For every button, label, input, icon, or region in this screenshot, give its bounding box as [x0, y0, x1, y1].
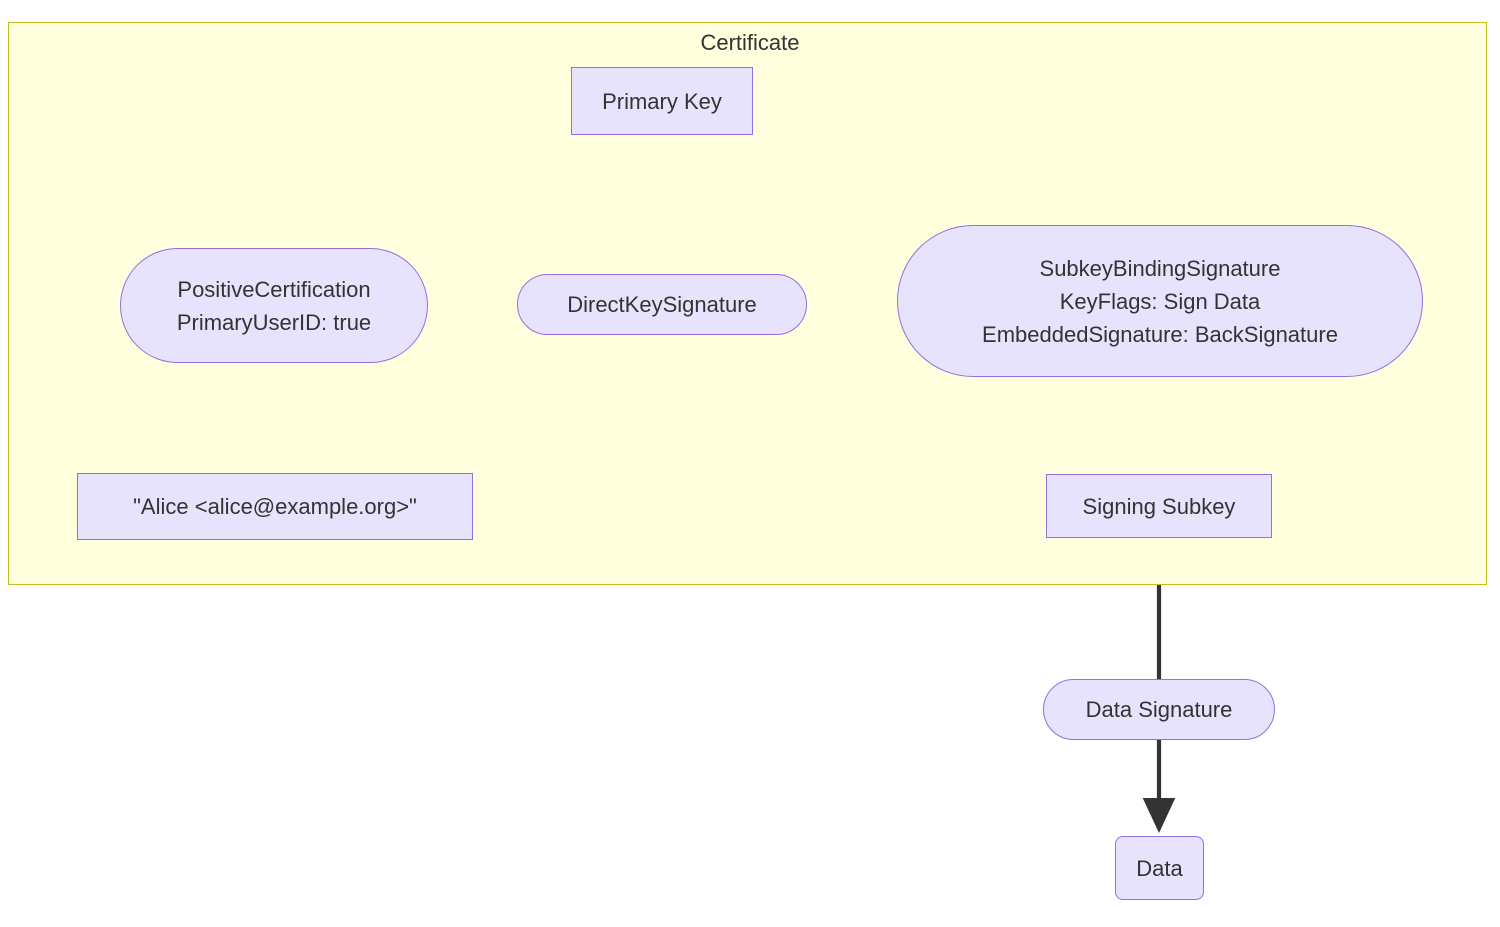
node-primary-key[interactable]: Primary Key [571, 67, 753, 135]
subgraph-certificate-title: Certificate [700, 30, 800, 55]
node-subkey-binding-signature[interactable]: SubkeyBindingSignature KeyFlags: Sign Da… [897, 225, 1423, 377]
node-data-signature[interactable]: Data Signature [1043, 679, 1275, 740]
node-signing-subkey[interactable]: Signing Subkey [1046, 474, 1272, 538]
node-positive-certification[interactable]: PositiveCertification PrimaryUserID: tru… [120, 248, 428, 363]
node-direct-key-signature[interactable]: DirectKeySignature [517, 274, 807, 335]
node-data[interactable]: Data [1115, 836, 1204, 900]
node-alice-userid[interactable]: "Alice <alice@example.org>" [77, 473, 473, 540]
